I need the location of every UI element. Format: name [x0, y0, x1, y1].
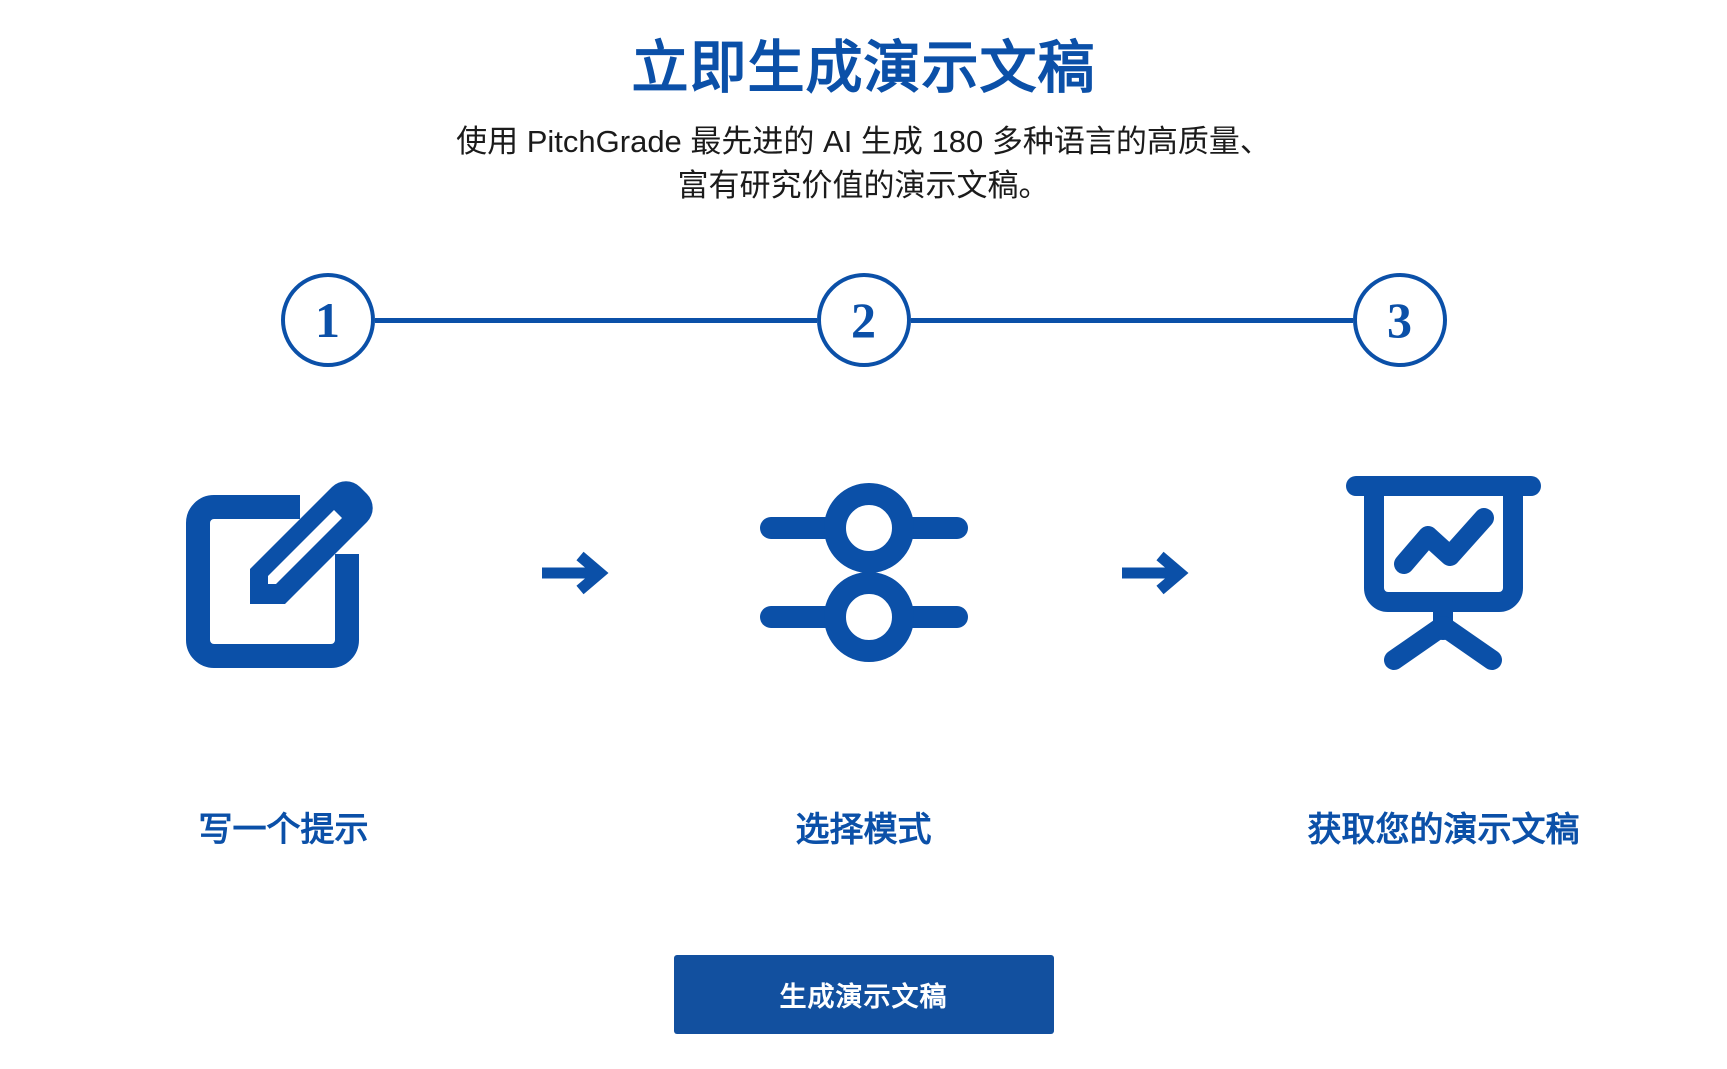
step-2-label: 选择模式	[795, 811, 932, 849]
step-progress-indicator: 1 2 3	[0, 272, 1727, 368]
step-circle-2[interactable]: 2	[816, 273, 911, 367]
step-3-label: 获取您的演示文稿	[1307, 811, 1580, 849]
step-connector-1	[374, 317, 817, 323]
step-labels-inner: 写一个提示 选择模式 获取您的演示文稿	[124, 810, 1604, 851]
arrow-right-icon	[538, 545, 610, 606]
step-2-icon-cell	[704, 480, 1024, 670]
step-1-icon-cell	[124, 470, 444, 680]
step-labels-row: 写一个提示 选择模式 获取您的演示文稿	[0, 810, 1727, 851]
step-circle-3[interactable]: 3	[1352, 273, 1447, 367]
step-number-1: 1	[315, 292, 340, 348]
presentation-chart-screen-icon	[1346, 470, 1541, 680]
arrow-right-icon	[1118, 545, 1190, 606]
page-subtitle-line-2: 富有研究价值的演示文稿。	[677, 168, 1050, 204]
step-number-3: 3	[1387, 292, 1412, 348]
pen-to-square-icon	[184, 470, 384, 680]
cta-container: 生成演示文稿	[0, 955, 1727, 1034]
page-subtitle-line-1: 使用 PitchGrade 最先进的 AI 生成 180 多种语言的高质量、	[456, 123, 1271, 159]
arrow-2-cell	[1084, 545, 1224, 606]
step-icons-inner	[124, 470, 1604, 680]
step-1-label: 写一个提示	[198, 811, 369, 849]
page-subtitle: 使用 PitchGrade 最先进的 AI 生成 180 多种语言的高质量、 富…	[414, 120, 1314, 210]
sliders-icon	[759, 480, 969, 670]
step-circle-1[interactable]: 1	[280, 273, 375, 367]
arrow-1-cell	[504, 545, 644, 606]
step-icons-row	[0, 455, 1727, 695]
step-connector-2	[910, 317, 1353, 323]
step-progress-track: 1 2 3	[280, 273, 1447, 367]
step-3-icon-cell	[1284, 470, 1604, 680]
step-number-2: 2	[851, 292, 876, 348]
page-title: 立即生成演示文稿	[631, 36, 1096, 100]
generate-presentation-button[interactable]: 生成演示文稿	[673, 955, 1054, 1034]
page-header: 立即生成演示文稿 使用 PitchGrade 最先进的 AI 生成 180 多种…	[0, 0, 1727, 209]
